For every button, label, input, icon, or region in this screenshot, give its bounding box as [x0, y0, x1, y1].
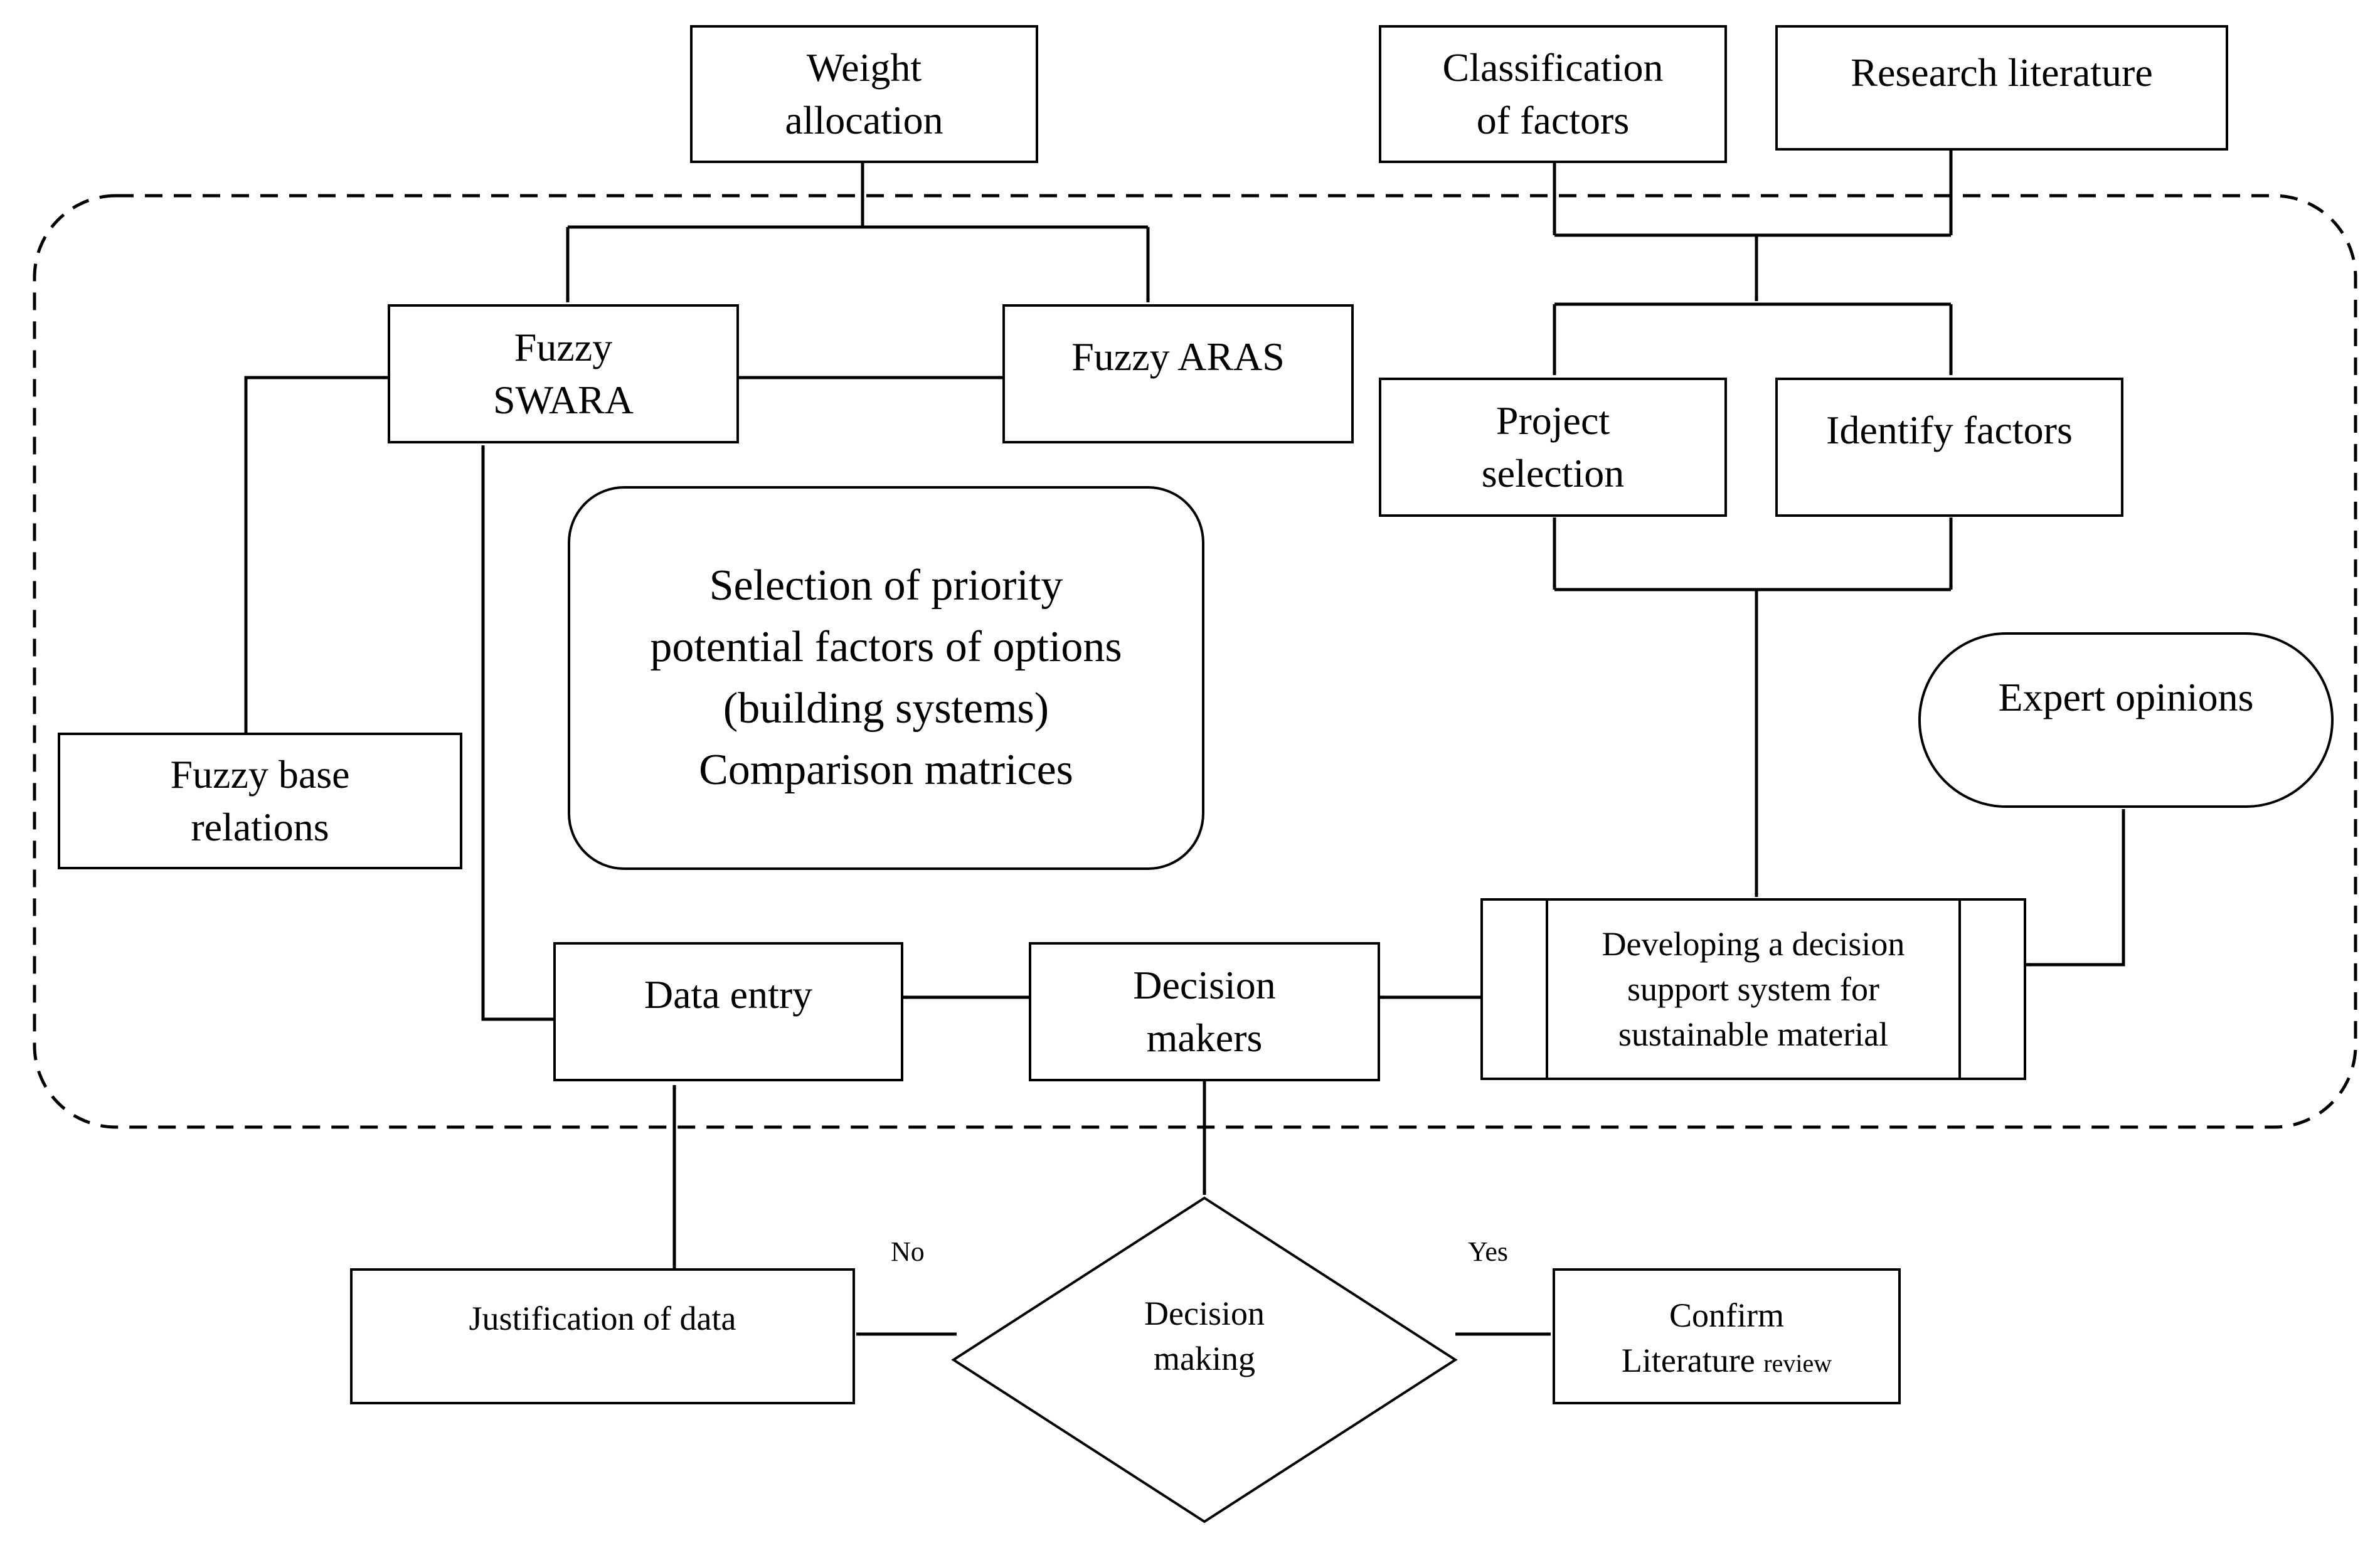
edge-data-entry-swara — [481, 445, 553, 1021]
decision-making-line-2: making — [1154, 1340, 1255, 1377]
confirm-literature-review-box: Confirm Literature review — [1553, 1268, 1901, 1404]
selection-priority-line-4: Comparison matrices — [699, 746, 1073, 794]
developing-dss-line-2: support system for — [1627, 970, 1879, 1008]
decision-making-line-1: Decision — [1144, 1295, 1265, 1332]
decision-makers-line-1: Decision — [1133, 963, 1276, 1007]
project-selection-line-2: selection — [1481, 451, 1625, 496]
confirm-line-1: Confirm — [1669, 1296, 1784, 1334]
justification-of-data-box: Justification of data — [350, 1268, 855, 1404]
developing-dss-left-rule — [1546, 901, 1548, 1078]
weight-allocation-box: Weight allocation — [690, 25, 1038, 163]
expert-opinions-label: Expert opinions — [1998, 675, 2254, 719]
fuzzy-swara-line-2: SWARA — [492, 378, 634, 422]
project-selection-line-1: Project — [1495, 398, 1610, 443]
developing-dss-box: Developing a decision support system for… — [1480, 898, 2026, 1080]
classification-line-1: Classification — [1442, 45, 1664, 90]
developing-dss-line-1: Developing a decision — [1602, 925, 1905, 963]
decision-making-label: Decision making — [1079, 1286, 1330, 1386]
expert-opinions-box: Expert opinions — [1918, 632, 2334, 808]
classification-line-2: of factors — [1476, 98, 1630, 142]
fuzzy-swara-box: Fuzzy SWARA — [388, 304, 739, 443]
decision-makers-line-2: makers — [1146, 1015, 1263, 1060]
edge-expert-dss — [2026, 809, 2125, 967]
fuzzy-swara-line-1: Fuzzy — [514, 325, 613, 369]
edge-label-no: No — [891, 1236, 925, 1267]
decision-makers-box: Decision makers — [1029, 942, 1380, 1081]
decision-making-diamond — [951, 1196, 1458, 1524]
fuzzy-base-relations-box: Fuzzy base relations — [58, 733, 462, 869]
fuzzy-base-line-1: Fuzzy base — [170, 752, 350, 797]
system-boundary — [33, 194, 2357, 1129]
confirm-line-2-main: Literature — [1621, 1342, 1755, 1379]
fuzzy-aras-label: Fuzzy ARAS — [1071, 334, 1285, 379]
identify-factors-box: Identify factors — [1775, 378, 2123, 517]
project-selection-box: Project selection — [1379, 378, 1727, 517]
confirm-line-2: Literature review — [1622, 1338, 1832, 1386]
developing-dss-right-rule — [1958, 901, 1961, 1078]
selection-priority-line-2: potential factors of options — [650, 623, 1122, 671]
selection-priority-line-1: Selection of priority — [709, 561, 1063, 610]
data-entry-box: Data entry — [553, 942, 903, 1081]
classification-of-factors-box: Classification of factors — [1379, 25, 1727, 163]
fuzzy-aras-box: Fuzzy ARAS — [1002, 304, 1354, 443]
identify-factors-label: Identify factors — [1826, 408, 2073, 452]
fuzzy-base-line-2: relations — [191, 805, 329, 849]
data-entry-label: Data entry — [644, 972, 813, 1017]
edge-label-yes: Yes — [1468, 1236, 1509, 1267]
justification-of-data-label: Justification of data — [469, 1300, 736, 1337]
selection-priority-line-3: (building systems) — [723, 684, 1049, 733]
weight-allocation-line-2: allocation — [785, 98, 943, 142]
edge-fuzzy-base-swara — [244, 376, 388, 733]
weight-allocation-line-1: Weight — [806, 45, 922, 90]
selection-priority-box: Selection of priority potential factors … — [568, 486, 1204, 870]
research-literature-label: Research literature — [1851, 50, 2153, 95]
confirm-line-2-small: review — [1763, 1349, 1832, 1377]
research-literature-box: Research literature — [1775, 25, 2228, 151]
developing-dss-line-3: sustainable material — [1618, 1015, 1889, 1053]
